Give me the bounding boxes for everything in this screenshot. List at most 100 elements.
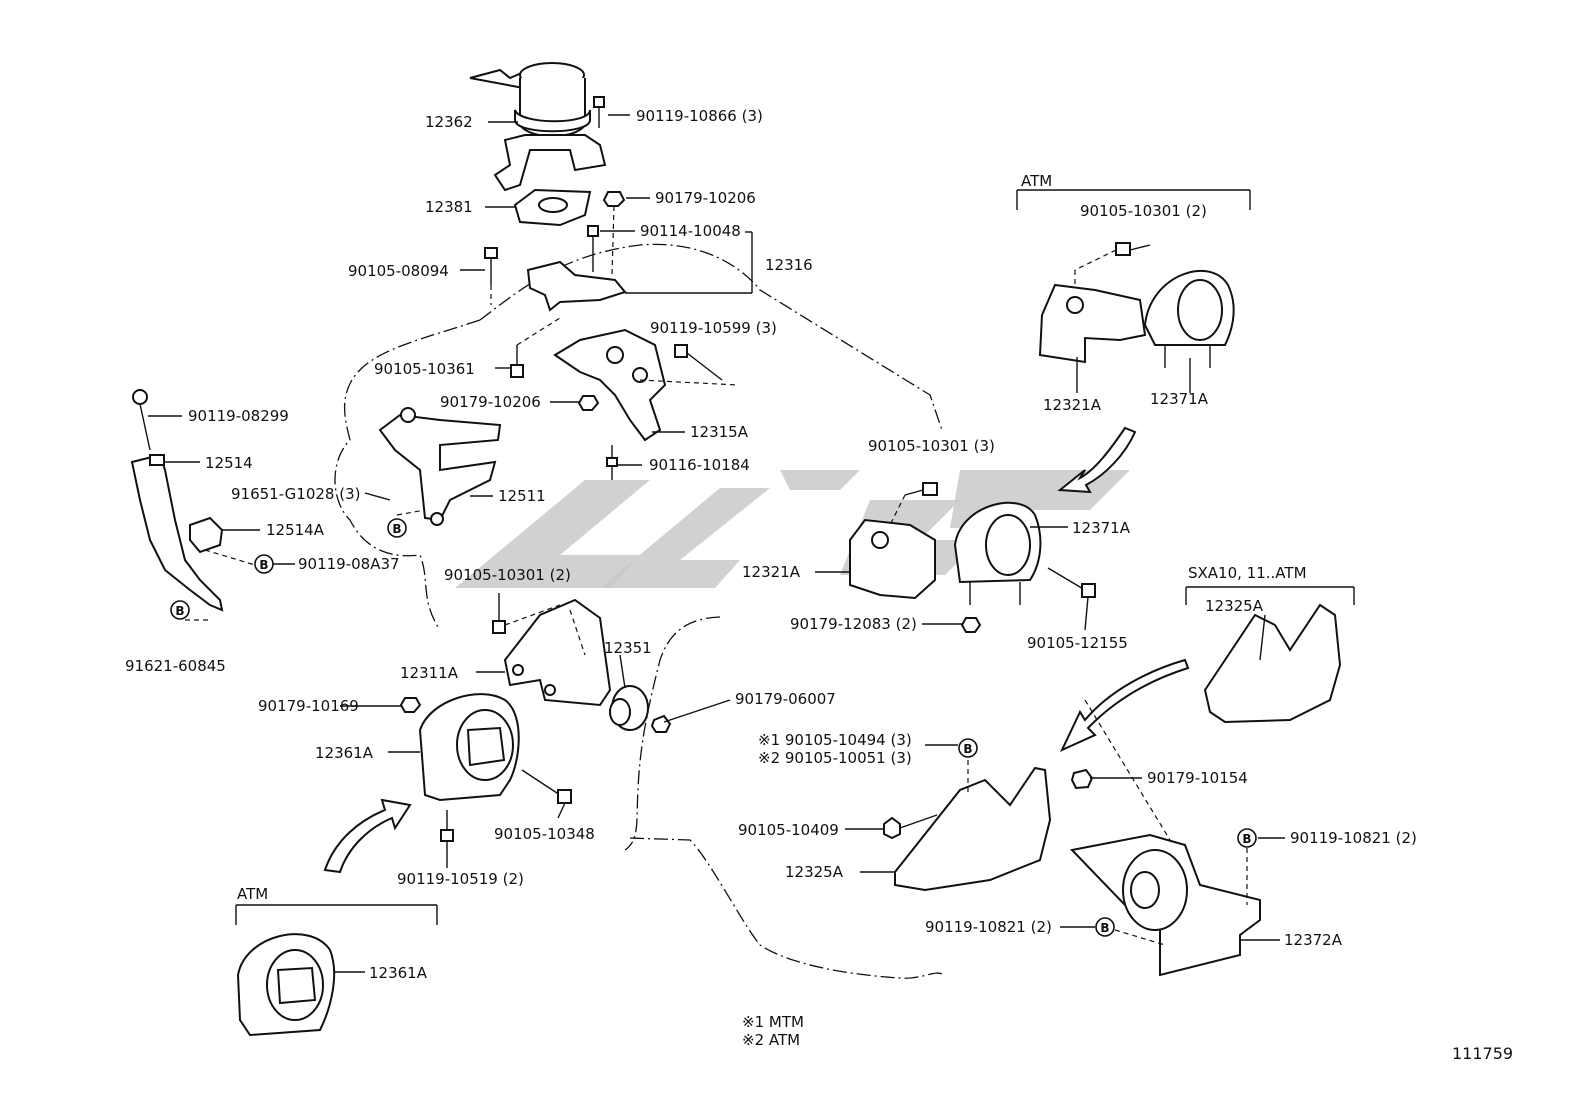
- engine-mount-12371A-atm: [1143, 269, 1235, 368]
- bolt-90114-10048-icon: [587, 225, 599, 272]
- label-note1: ※1 90105-10494 (3): [758, 731, 912, 749]
- bracket-12381: [513, 188, 592, 227]
- label-90119-10519: 90119-10519 (2): [397, 870, 524, 888]
- svg-text:B: B: [1242, 832, 1251, 846]
- bracket-12514: [130, 453, 224, 612]
- svg-text:B: B: [392, 522, 401, 536]
- label-90119-10866: 90119-10866 (3): [636, 107, 763, 125]
- marker-b-5-icon: B: [1237, 828, 1257, 848]
- label-12316: 12316: [765, 256, 813, 274]
- label-90105-12155: 90105-12155: [1027, 634, 1128, 652]
- nut-90179-12083-icon: [960, 617, 982, 633]
- label-91621-60845: 91621-60845: [125, 657, 226, 675]
- label-90105-10301c: 90105-10301 (3): [868, 437, 995, 455]
- bush-12514A-icon: [189, 516, 224, 554]
- bolt-90119-08299-icon: [132, 389, 151, 451]
- marker-b-4-icon: B: [958, 738, 978, 758]
- diagram-id: 111759: [1452, 1044, 1514, 1063]
- bolt-90105-10301-icon: [492, 593, 506, 634]
- label-90179-12083: 90179-12083 (2): [790, 615, 917, 633]
- label-12351: 12351: [604, 639, 652, 657]
- label-12514A: 12514A: [266, 521, 324, 539]
- engine-mount-12372A: [1070, 833, 1261, 977]
- label-12372A: 12372A: [1284, 931, 1342, 949]
- bracket-12325A-sxa: [1203, 603, 1342, 724]
- label-90105-10301b: 90105-10301 (2): [1080, 202, 1207, 220]
- bolt-90105-10361-icon: [510, 345, 524, 378]
- bolt-90105-10409-icon: [883, 814, 938, 840]
- marker-b-2-icon: B: [254, 554, 274, 574]
- svg-text:B: B: [963, 742, 972, 756]
- label-note2: ※2 90105-10051 (3): [758, 749, 912, 767]
- label-90105-10301a: 90105-10301 (2): [444, 566, 571, 584]
- engine-mount-12362: [469, 62, 607, 192]
- label-90119-10821b: 90119-10821 (2): [925, 918, 1052, 936]
- label-90179-10206a: 90179-10206: [655, 189, 756, 207]
- bracket-12321A: [849, 518, 936, 600]
- label-sxa-title: SXA10, 11..ATM: [1188, 564, 1307, 582]
- label-90116-10184: 90116-10184: [649, 456, 750, 474]
- arrow-sxa-icon: [1059, 658, 1190, 753]
- label-12371A: 12371A: [1072, 519, 1130, 537]
- bracket-12315A: [553, 328, 667, 442]
- nut-90179-10169-icon: [399, 697, 422, 713]
- svg-text:B: B: [1100, 921, 1109, 935]
- bolt-90105-10301-atm-icon: [1115, 242, 1151, 256]
- label-12362: 12362: [425, 113, 473, 131]
- bolt-90119-10599-icon: [674, 344, 723, 381]
- label-12361A: 12361A: [315, 744, 373, 762]
- label-90105-10409: 90105-10409: [738, 821, 839, 839]
- label-atm-left: ATM: [237, 885, 269, 903]
- label-12381: 12381: [425, 198, 473, 216]
- label-12371A-atm: 12371A: [1150, 390, 1208, 408]
- label-90119-10599: 90119-10599 (3): [650, 319, 777, 337]
- engine-mount-12371A: [953, 501, 1042, 605]
- label-90119-08A37: 90119-08A37: [298, 555, 400, 573]
- label-90119-10821a: 90119-10821 (2): [1290, 829, 1417, 847]
- label-12311A: 12311A: [400, 664, 458, 682]
- label-12325A: 12325A: [785, 863, 843, 881]
- svg-text:B: B: [175, 604, 184, 618]
- bolt-90105-10301c-icon: [904, 482, 938, 496]
- bracket-12311A: [503, 598, 612, 707]
- label-90179-10169: 90179-10169: [258, 697, 359, 715]
- label-90179-10206b: 90179-10206: [440, 393, 541, 411]
- bolt-90105-08094-icon: [484, 247, 498, 285]
- label-90114-10048: 90114-10048: [640, 222, 741, 240]
- stud-90116-10184-icon: [606, 445, 618, 480]
- engine-mount-12361A-atm: [236, 933, 336, 1037]
- label-12315A: 12315A: [690, 423, 748, 441]
- marker-b-1-icon: B: [387, 518, 407, 538]
- marker-b-3-icon: B: [170, 600, 190, 620]
- bolt-90105-12155-icon: [1047, 567, 1096, 598]
- bracket-12325A: [894, 766, 1052, 892]
- bracket-12316: [526, 260, 627, 312]
- nut-90179-10206b-icon: [577, 395, 600, 411]
- leader-lines: [148, 114, 1285, 973]
- bolt-90105-10348-icon: [521, 769, 572, 804]
- label-12325A-sxa: 12325A: [1205, 597, 1263, 615]
- label-12321A-atm: 12321A: [1043, 396, 1101, 414]
- arrow-left-icon: [323, 798, 412, 874]
- label-90179-10154: 90179-10154: [1147, 769, 1248, 787]
- label-90119-08299: 90119-08299: [188, 407, 289, 425]
- label-12514: 12514: [205, 454, 253, 472]
- label-90105-10348: 90105-10348: [494, 825, 595, 843]
- label-12321A: 12321A: [742, 563, 800, 581]
- label-90105-10361: 90105-10361: [374, 360, 475, 378]
- label-12361A-atm: 12361A: [369, 964, 427, 982]
- engine-mount-12361A: [418, 693, 520, 802]
- svg-text:B: B: [259, 558, 268, 572]
- bracket-12511: [378, 407, 502, 526]
- nut-90179-10154-icon: [1070, 768, 1094, 790]
- bolt-90119-10866-icon: [593, 96, 605, 128]
- arrow-atm-icon: [1057, 426, 1137, 494]
- label-90179-06007: 90179-06007: [735, 690, 836, 708]
- label-12511: 12511: [498, 487, 546, 505]
- marker-b-6-icon: B: [1095, 917, 1115, 937]
- nut-90179-10206-icon: [602, 191, 626, 207]
- assembly-boundary: [334, 243, 943, 979]
- label-91651-G1028: 91651-G1028 (3): [231, 485, 361, 503]
